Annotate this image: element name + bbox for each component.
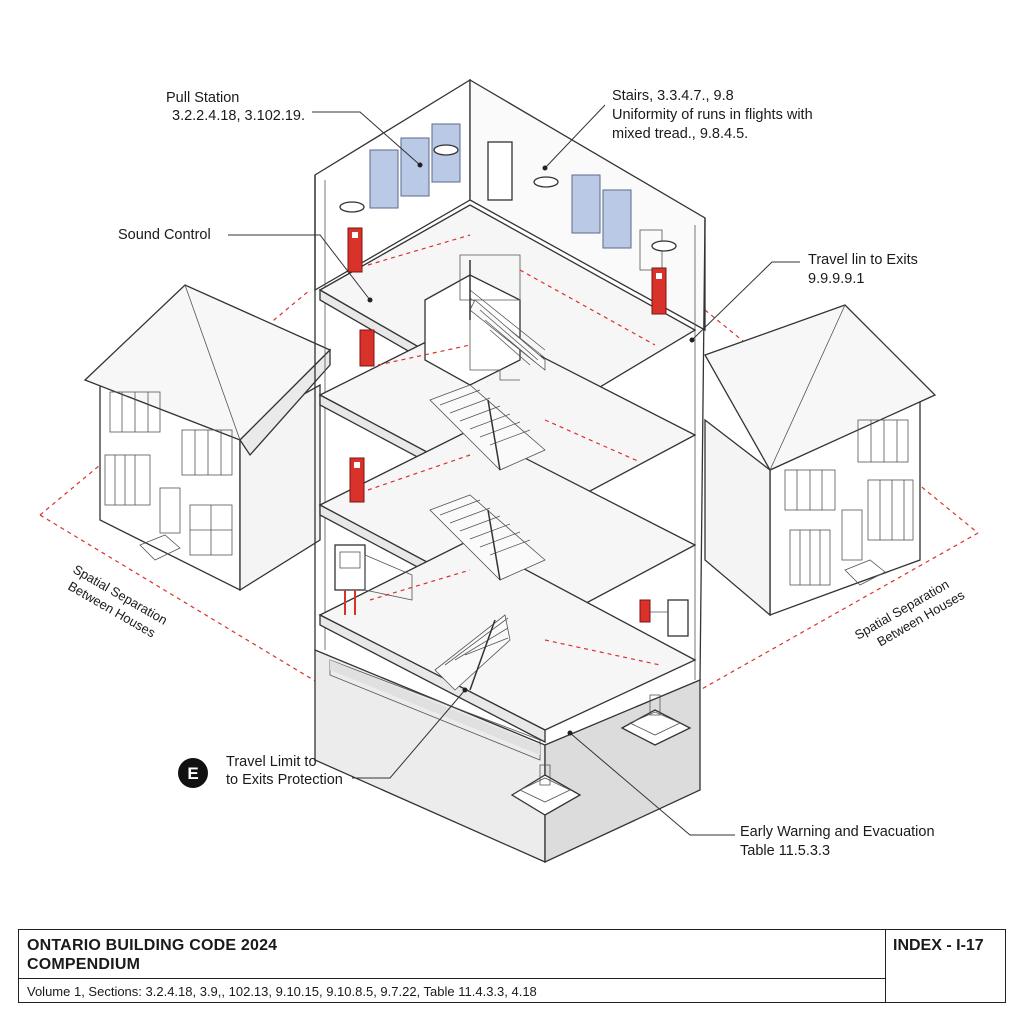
label-stairs: Stairs, 3.3.4.7., 9.8 Uniformity of runs… bbox=[612, 88, 813, 142]
svg-text:to Exits Protection: to Exits Protection bbox=[226, 772, 343, 788]
travel-limit-badge-letter: E bbox=[187, 764, 198, 783]
label-travel-limit: E Travel Limit to to Exits Protection bbox=[178, 754, 343, 788]
label-early-warning: Early Warning and Evacuation Table 11.5.… bbox=[740, 824, 935, 859]
leader-lines bbox=[228, 104, 800, 836]
svg-text:Early Warning and Evacuation: Early Warning and Evacuation bbox=[740, 824, 935, 840]
title-line-1: ONTARIO BUILDING CODE 2024 bbox=[27, 937, 278, 954]
label-pull-station: Pull Station 3.2.2.4.18, 3.102.19. bbox=[166, 90, 305, 124]
svg-text:3.2.2.4.18, 3.102.19.: 3.2.2.4.18, 3.102.19. bbox=[172, 108, 305, 124]
svg-text:Travel Limit to: Travel Limit to bbox=[226, 754, 317, 770]
document-title: ONTARIO BUILDING CODE 2024 COMPENDIUM bbox=[27, 936, 877, 974]
title-block-divider-horizontal bbox=[19, 978, 885, 979]
right-house bbox=[704, 304, 937, 617]
label-spatial-separation-right: Spatial Separation Between Houses bbox=[852, 576, 967, 649]
title-block: ONTARIO BUILDING CODE 2024 COMPENDIUM IN… bbox=[18, 929, 1006, 1003]
svg-text:9.9.9.9.1: 9.9.9.9.1 bbox=[808, 271, 864, 287]
index-number: INDEX - I-17 bbox=[893, 937, 984, 954]
label-spatial-separation-left: Spatial Separation Between Houses bbox=[65, 562, 170, 641]
egress-paths bbox=[367, 234, 661, 666]
svg-text:Uniformity of runs in flights: Uniformity of runs in flights with bbox=[612, 107, 813, 123]
svg-text:Stairs, 3.3.4.7., 9.8: Stairs, 3.3.4.7., 9.8 bbox=[612, 88, 734, 104]
title-block-divider-vertical bbox=[885, 930, 886, 1002]
left-house bbox=[83, 284, 332, 592]
label-travel-exits: Travel lin to Exits 9.9.9.9.1 bbox=[808, 252, 918, 287]
label-sound-control: Sound Control bbox=[118, 227, 211, 243]
svg-text:Travel lin to Exits: Travel lin to Exits bbox=[808, 252, 918, 268]
svg-text:Table 11.5.3.3: Table 11.5.3.3 bbox=[740, 843, 830, 859]
sections-list: Volume 1, Sections: 3.2.4.18, 3.9,, 102.… bbox=[27, 984, 537, 999]
title-line-2: COMPENDIUM bbox=[27, 956, 141, 973]
travel-limit-badge bbox=[178, 758, 208, 788]
svg-text:Pull Station: Pull Station bbox=[166, 90, 239, 106]
main-building bbox=[314, 78, 706, 864]
svg-text:mixed tread., 9.8.4.5.: mixed tread., 9.8.4.5. bbox=[612, 126, 748, 142]
